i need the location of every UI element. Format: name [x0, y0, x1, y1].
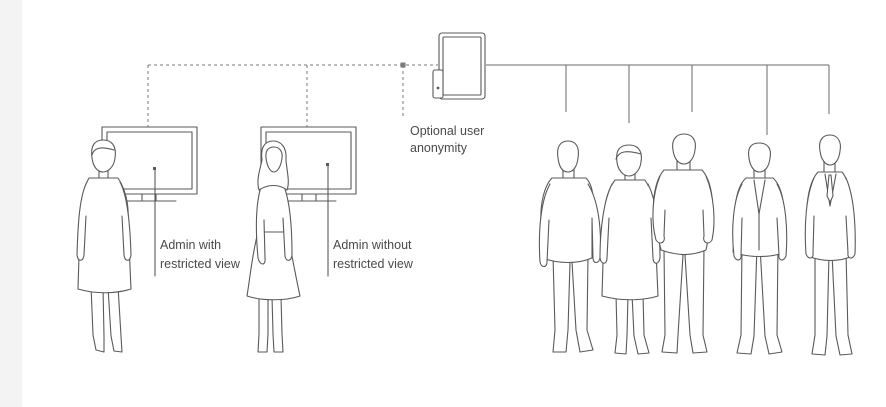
admin-restricted-label-line2: restricted view: [160, 257, 241, 271]
tablet-device-icon: [433, 33, 485, 99]
anonymity-node: [401, 63, 406, 68]
anonymity-label-line2: anonymity: [410, 141, 468, 155]
admin-restricted-label-line1: Admin with: [160, 238, 221, 252]
admin-unrestricted-label-line1: Admin without: [333, 238, 412, 252]
anonymity-label-line1: Optional user: [410, 124, 484, 138]
admin-unrestricted-label-line2: restricted view: [333, 257, 414, 271]
